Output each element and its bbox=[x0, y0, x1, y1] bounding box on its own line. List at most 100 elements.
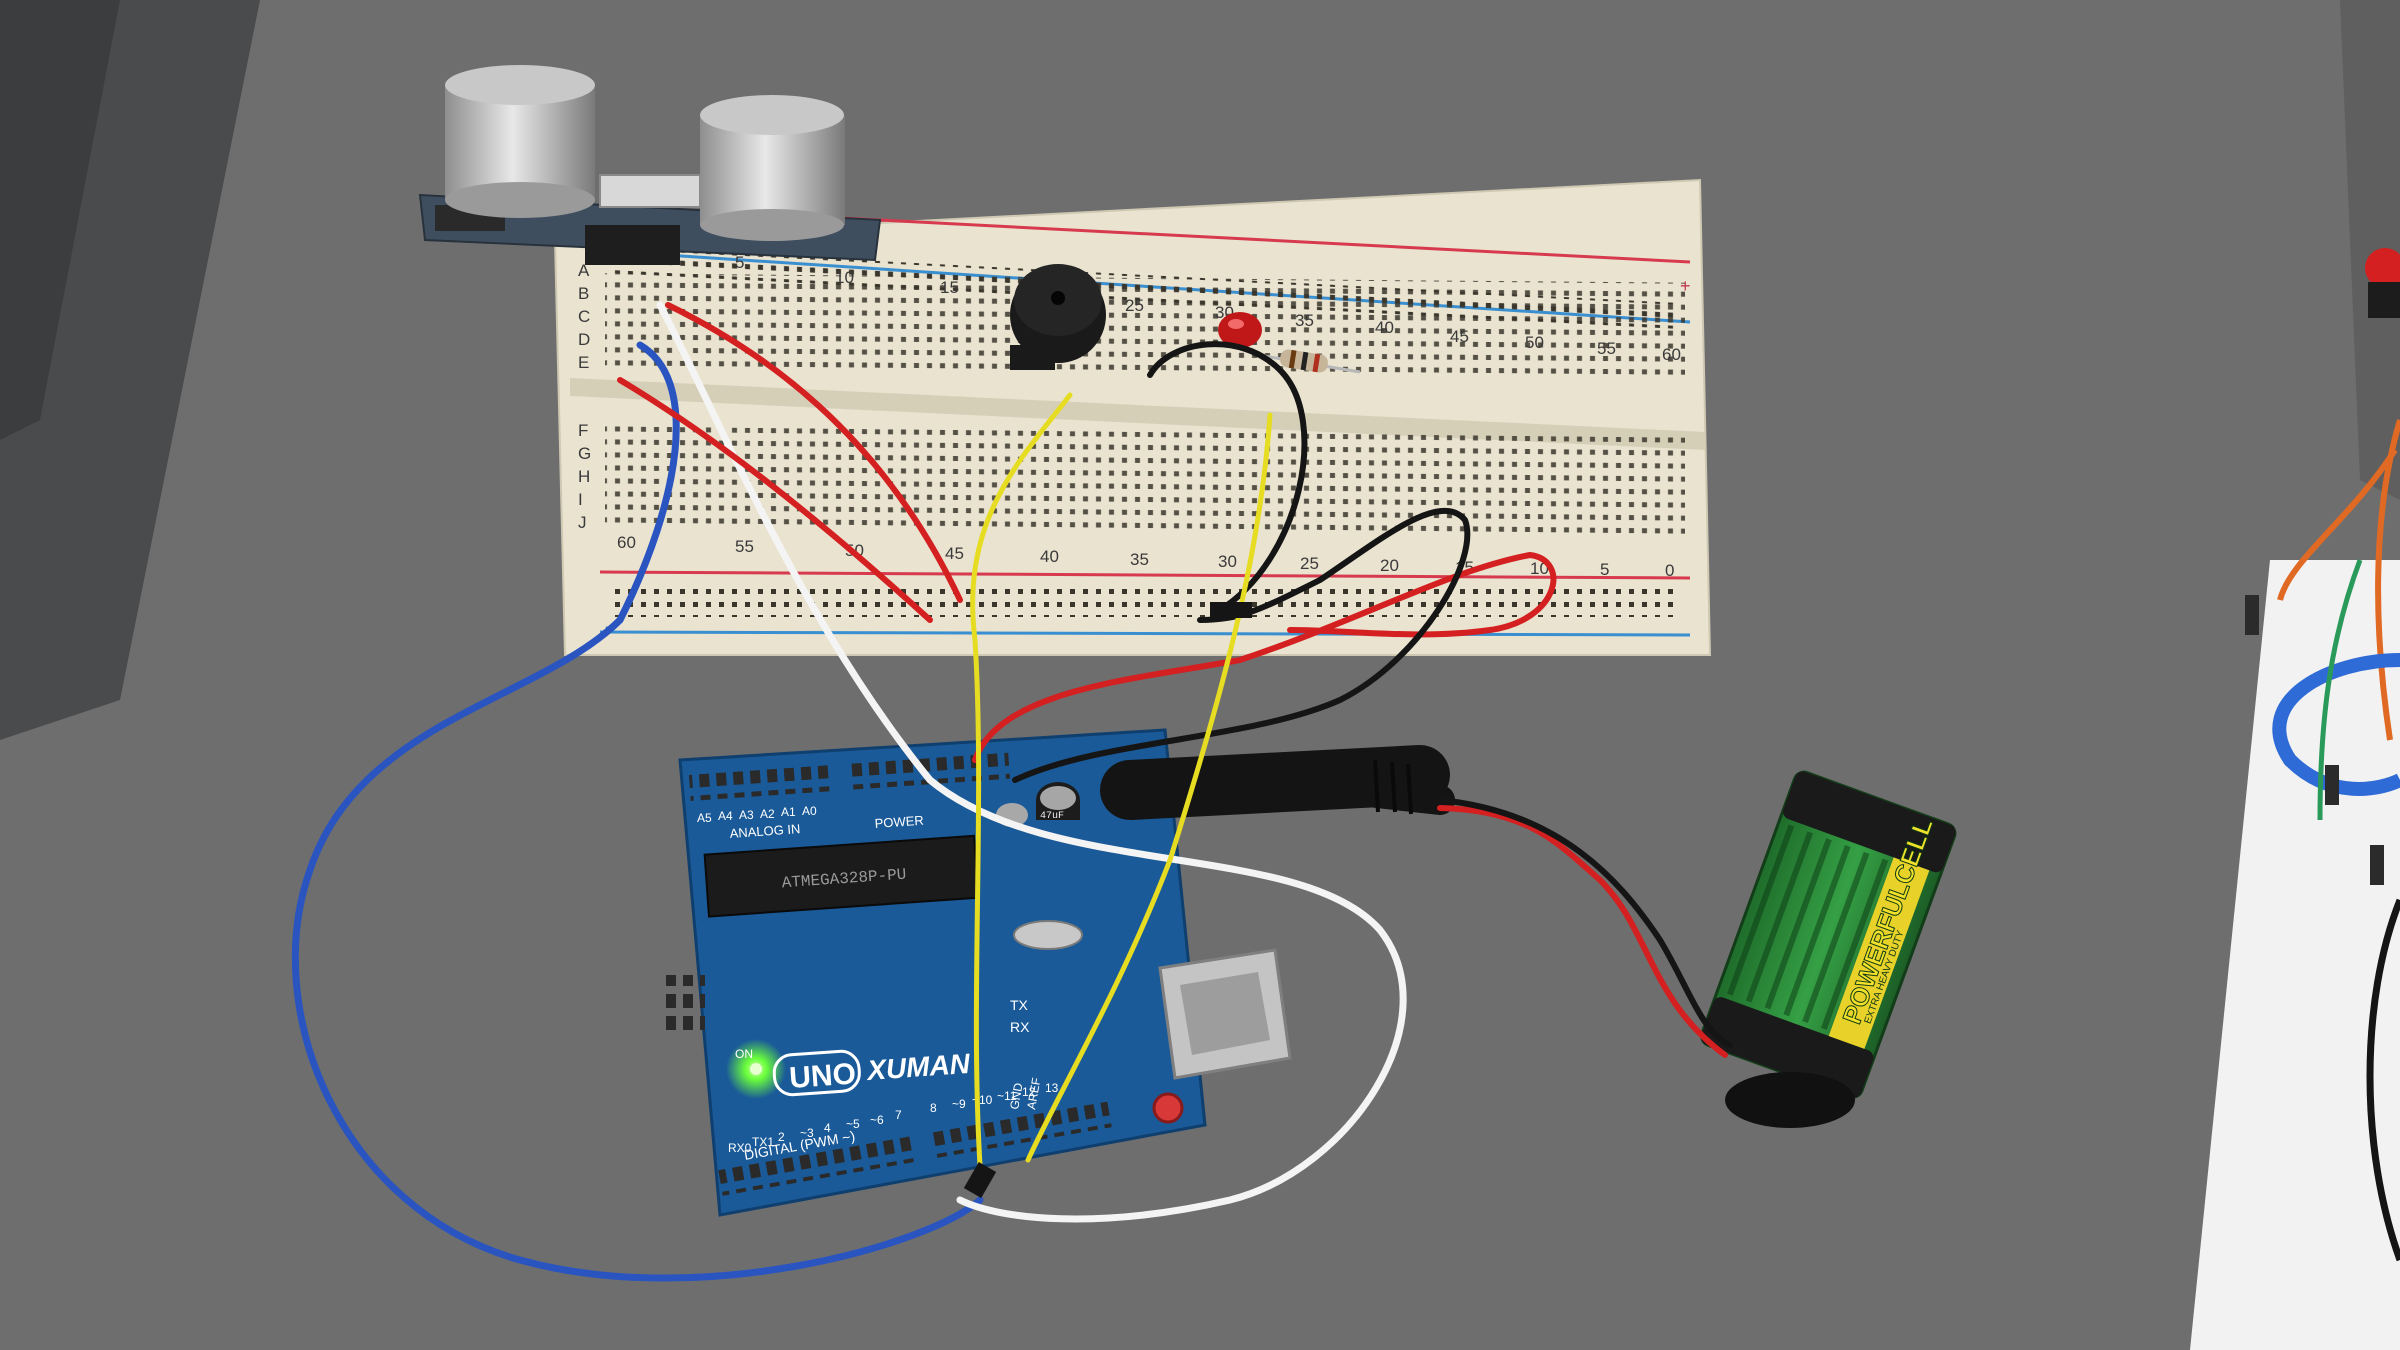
brand-uno: UNO bbox=[788, 1057, 857, 1095]
battery-wire-red bbox=[1437, 805, 1728, 1058]
jumper-end-arduino bbox=[963, 1162, 997, 1198]
row-letter-g: G bbox=[578, 444, 591, 463]
wires bbox=[291, 301, 1733, 1282]
pin-label-8: 8 bbox=[930, 1101, 937, 1115]
jumper-pin-right-2 bbox=[2325, 765, 2339, 805]
sensor-pin-header bbox=[585, 225, 680, 265]
col-num-top-50: 50 bbox=[1525, 333, 1544, 352]
col-num-bottom-25: 25 bbox=[1300, 554, 1319, 573]
battery-yellow-stripe bbox=[1828, 857, 1930, 1049]
col-num-top-40: 40 bbox=[1375, 318, 1394, 337]
brand-maker: XUMAN bbox=[864, 1048, 971, 1086]
aref-label: AREF bbox=[1024, 1077, 1043, 1111]
buzzer bbox=[1010, 264, 1106, 370]
col-num-top-55: 55 bbox=[1597, 339, 1616, 358]
pin-label-2: 2 bbox=[778, 1130, 785, 1144]
led-and-resistor bbox=[1218, 312, 1361, 374]
pin-label-3: ~3 bbox=[800, 1126, 814, 1140]
sensor-crystal bbox=[599, 174, 701, 208]
uno-badge bbox=[772, 1049, 861, 1097]
battery-snap-connector bbox=[1725, 1072, 1855, 1128]
battery-9v: POWERFULCELL EXTRA HEAVY DUTY bbox=[1700, 770, 1957, 1128]
center-channel bbox=[570, 378, 1705, 450]
gnd-label: GND bbox=[1007, 1082, 1025, 1111]
col-num-bottom-0: 0 bbox=[1665, 561, 1674, 580]
digital-header-low bbox=[718, 1135, 920, 1196]
pin-label-9: ~9 bbox=[952, 1097, 966, 1111]
power-header bbox=[848, 752, 1010, 790]
icsp-header bbox=[665, 975, 705, 1033]
rail-plus-label: + bbox=[1680, 276, 1691, 296]
arduino-board: ATMEGA328P-PU 47uF ON UNO XUMAN TX RX AN… bbox=[665, 728, 1292, 1217]
pin-label-a0: A0 bbox=[802, 804, 817, 818]
tx-label: TX bbox=[1010, 997, 1029, 1013]
jumper-pin-right-1 bbox=[2245, 595, 2259, 635]
battery-top-band bbox=[1783, 771, 1956, 873]
rail-line-blue-bottom bbox=[599, 630, 1691, 637]
terminal-holes-top bbox=[605, 273, 1685, 381]
red-button-cap bbox=[2365, 248, 2400, 288]
col-num-top-15: 15 bbox=[940, 278, 959, 297]
wire-red-diagonal-2 bbox=[617, 377, 933, 623]
pin-label-4: 4 bbox=[824, 1121, 831, 1135]
terminal-holes-bottom bbox=[605, 426, 1685, 536]
floor-right bbox=[2340, 0, 2400, 500]
breadboard: A B C D E F G H I J 1 5 10 15 20 25 30 3… bbox=[553, 178, 1712, 656]
black-cable-right bbox=[2366, 898, 2400, 1262]
power-led bbox=[750, 1063, 762, 1075]
row-letter-b: B bbox=[578, 284, 589, 303]
rail-line-red-bottom bbox=[599, 570, 1691, 580]
row-letter-i: I bbox=[578, 490, 583, 509]
col-num-top-25: 25 bbox=[1125, 296, 1144, 315]
col-num-top-5: 5 bbox=[735, 253, 744, 272]
sensor-transducer-left-top bbox=[445, 65, 595, 105]
battery-bottom-band bbox=[1701, 997, 1874, 1098]
green-wire bbox=[2317, 559, 2363, 821]
dc-barrel-plug bbox=[1100, 745, 1455, 820]
blue-usb-cable bbox=[2272, 653, 2400, 796]
jumper-end-black bbox=[1210, 602, 1252, 618]
col-num-bottom-20: 20 bbox=[1380, 556, 1399, 575]
pin-label-5: ~5 bbox=[846, 1117, 860, 1131]
wire-blue bbox=[291, 341, 984, 1282]
pin-label-rx0: RX0 bbox=[728, 1141, 752, 1155]
buzzer-hole bbox=[1051, 291, 1065, 305]
orange-wire-2 bbox=[2375, 419, 2400, 741]
col-num-bottom-60: 60 bbox=[617, 533, 636, 552]
pin-label-12: 12 bbox=[1022, 1085, 1036, 1099]
paper-sheet-right bbox=[2190, 560, 2400, 1350]
pin-label-a1: A1 bbox=[781, 805, 796, 819]
col-num-top-45: 45 bbox=[1450, 327, 1469, 346]
row-letter-d: D bbox=[578, 330, 590, 349]
on-label: ON bbox=[735, 1047, 753, 1061]
pin-label-a4: A4 bbox=[718, 809, 733, 823]
power-label: POWER bbox=[874, 813, 924, 831]
row-letter-j: J bbox=[578, 513, 587, 532]
rail-holes-bottom bbox=[615, 585, 1675, 617]
wire-yellow-buzzer bbox=[970, 392, 1073, 1168]
right-edge-parts bbox=[2245, 248, 2400, 1262]
row-letter-c: C bbox=[578, 307, 590, 326]
row-letter-e: E bbox=[578, 353, 589, 372]
col-num-bottom-35: 35 bbox=[1130, 550, 1149, 569]
col-num-top-10: 10 bbox=[835, 268, 854, 287]
wire-black-led bbox=[1147, 341, 1308, 613]
rail-minus-label: - bbox=[605, 616, 611, 636]
col-num-bottom-55: 55 bbox=[735, 537, 754, 556]
pin-label-6: ~6 bbox=[870, 1113, 884, 1127]
red-led bbox=[1218, 312, 1262, 348]
crystal-oscillator bbox=[1013, 920, 1083, 950]
wire-yellow-led bbox=[1025, 412, 1273, 1163]
pin-label-11: ~11 bbox=[997, 1089, 1017, 1103]
row-letter-a: A bbox=[578, 261, 590, 280]
col-num-bottom-45: 45 bbox=[945, 544, 964, 563]
col-num-top-60: 60 bbox=[1662, 345, 1681, 364]
row-letter-f: F bbox=[578, 421, 588, 440]
battery-wire-black bbox=[1437, 797, 1733, 1048]
ultrasonic-sensor bbox=[418, 65, 882, 265]
digital-header-high bbox=[929, 1101, 1112, 1159]
wire-black-ground bbox=[1012, 507, 1471, 783]
row-letter-h: H bbox=[578, 467, 590, 486]
col-num-bottom-30: 30 bbox=[1218, 552, 1237, 571]
